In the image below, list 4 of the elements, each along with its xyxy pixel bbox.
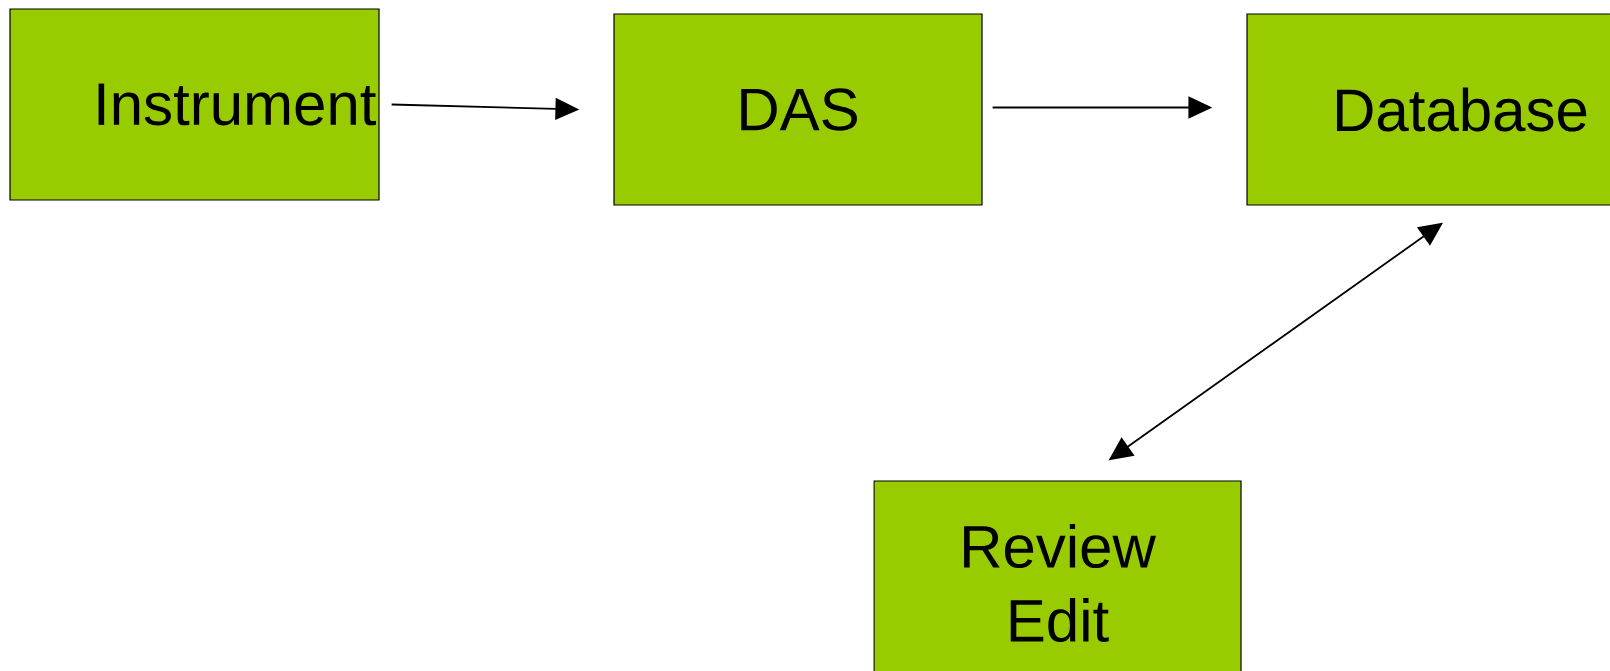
process-box: Database	[1246, 13, 1610, 206]
process-box: Review Edit	[873, 480, 1242, 671]
process-box: DAS	[613, 13, 983, 206]
process-box: Instrument	[9, 8, 380, 201]
